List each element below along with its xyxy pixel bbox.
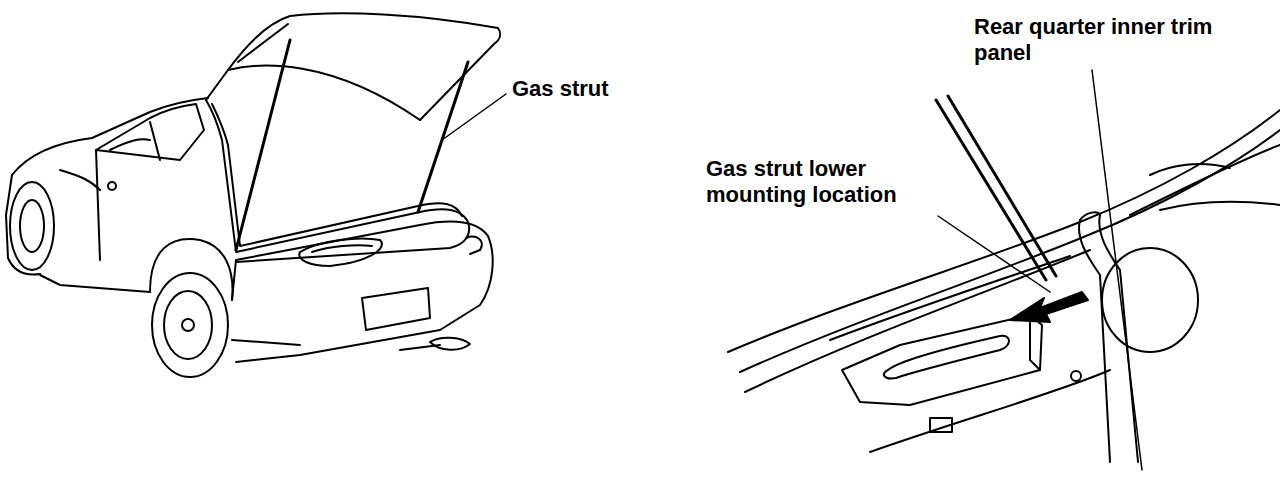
leader-line bbox=[442, 94, 506, 140]
leader-line bbox=[938, 216, 1050, 292]
part-label: Gas strut lower mounting location bbox=[706, 156, 968, 208]
part-label: Rear quarter inner trim panel bbox=[974, 14, 1236, 66]
leader-line bbox=[1092, 70, 1142, 470]
car-drawing bbox=[6, 13, 500, 377]
part-label: Gas strut bbox=[512, 76, 662, 102]
detail-drawing bbox=[728, 96, 1280, 462]
